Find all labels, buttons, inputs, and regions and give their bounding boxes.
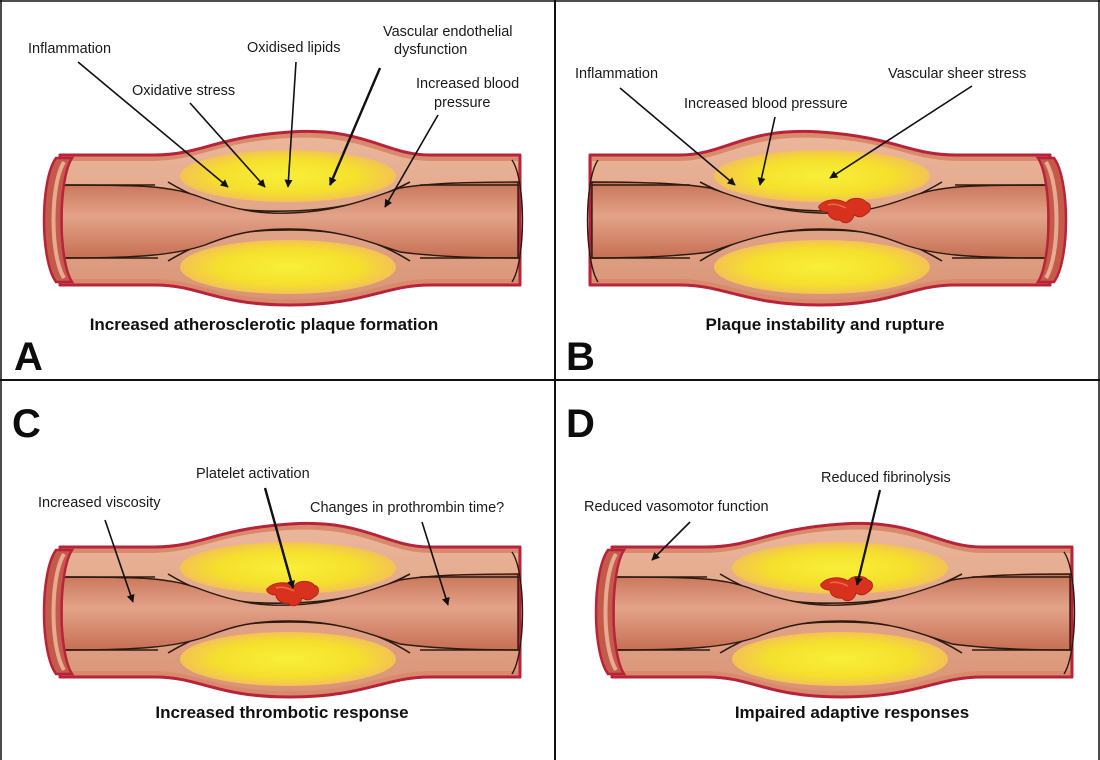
panel-c: Increased viscosity Platelet activation …	[12, 402, 523, 722]
label-reduced-vasomotor-function: Reduced vasomotor function	[584, 499, 769, 515]
caption-d: Impaired adaptive responses	[735, 703, 969, 722]
panel-a: Inflammation Oxidative stress Oxidised l…	[14, 24, 523, 379]
caption-c: Increased thrombotic response	[155, 703, 408, 722]
label-oxidative-stress: Oxidative stress	[132, 83, 235, 99]
caption-b: Plaque instability and rupture	[706, 315, 945, 334]
label-increased-viscosity: Increased viscosity	[38, 495, 161, 511]
panel-letter-a: A	[14, 335, 43, 379]
label-increased-blood: Increased blood	[416, 76, 519, 92]
label-vascular-endothelial: Vascular endothelial	[383, 24, 513, 40]
caption-a: Increased atherosclerotic plaque formati…	[90, 315, 439, 334]
label-dysfunction: dysfunction	[394, 42, 467, 58]
panel-d: Reduced vasomotor function Reduced fibri…	[566, 402, 1075, 722]
label-increased-blood-pressure: Increased blood pressure	[684, 96, 848, 112]
label-reduced-fibrinolysis: Reduced fibrinolysis	[821, 470, 951, 486]
panel-letter-d: D	[566, 402, 595, 446]
label-inflammation: Inflammation	[575, 66, 658, 82]
vessel-illustration	[44, 131, 523, 305]
label-changes-in-prothrombin-time: Changes in prothrombin time?	[310, 500, 504, 516]
panel-letter-b: B	[566, 335, 595, 379]
label-vascular-sheer-stress: Vascular sheer stress	[888, 66, 1026, 82]
panel-letter-c: C	[12, 402, 41, 446]
vessel-illustration	[596, 523, 1075, 697]
panel-b: Inflammation Increased blood pressure Va…	[566, 66, 1066, 379]
vessel-illustration	[588, 131, 1067, 305]
label-platelet-activation: Platelet activation	[196, 466, 310, 482]
label-pressure: pressure	[434, 95, 490, 111]
label-inflammation: Inflammation	[28, 41, 111, 57]
label-oxidised-lipids: Oxidised lipids	[247, 40, 341, 56]
